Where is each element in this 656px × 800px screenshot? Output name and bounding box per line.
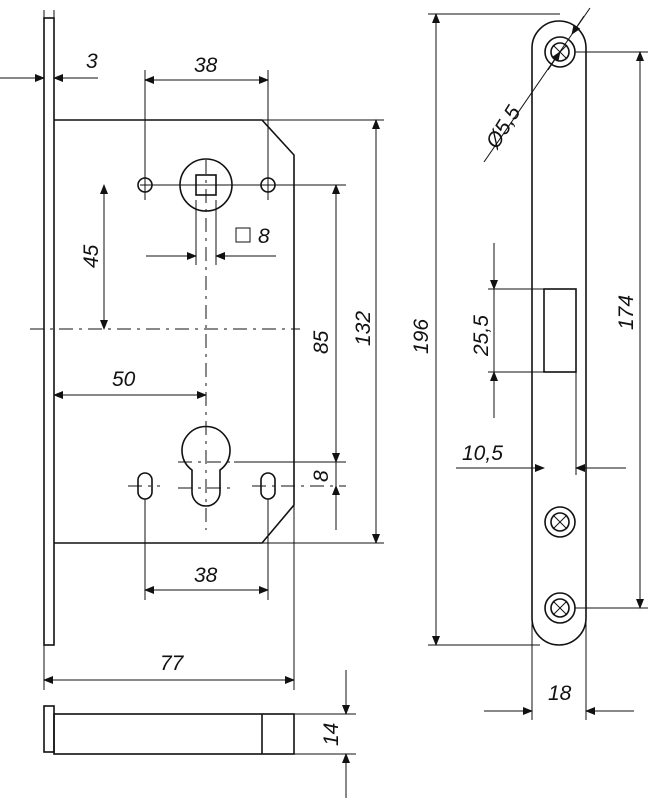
strike-screw-middle bbox=[544, 506, 576, 538]
strike-plate-view bbox=[531, 20, 587, 646]
bolt-body bbox=[53, 713, 295, 755]
dim-handle-holes-top: 38 bbox=[194, 54, 218, 77]
dim-spindle-square: 8 bbox=[258, 225, 270, 248]
dim-strike-window-height: 25,5 bbox=[470, 315, 493, 357]
dim-strike-screw-spacing: 174 bbox=[615, 295, 638, 330]
spindle-square-hole bbox=[195, 174, 217, 196]
dim-overall-height: 196 bbox=[410, 319, 433, 354]
faceplate bbox=[43, 17, 55, 646]
strike-screw-bottom bbox=[544, 592, 576, 624]
dim-screw-diameter: Ø5,5 bbox=[481, 102, 525, 154]
strike-window bbox=[543, 288, 577, 373]
spindle-hub bbox=[179, 158, 233, 212]
lock-front-view bbox=[30, 17, 346, 646]
dim-center-distance: 85 bbox=[310, 330, 333, 354]
dim-strike-width: 18 bbox=[548, 682, 572, 705]
lock-body bbox=[54, 119, 295, 544]
dim-bolt-thickness: 14 bbox=[320, 723, 343, 746]
dim-body-height: 132 bbox=[352, 311, 375, 346]
dim-strike-window-offset: 10,5 bbox=[462, 442, 503, 465]
lock-dimensions: 3 38 8 45 50 85 132 8 bbox=[0, 10, 384, 690]
dim-backset: 50 bbox=[112, 368, 136, 391]
dim-cylinder-holes: 38 bbox=[194, 564, 218, 587]
dim-body-depth: 77 bbox=[160, 652, 185, 675]
strike-dimensions: 196 Ø5,5 174 25,5 10,5 18 bbox=[410, 7, 648, 720]
lock-bottom-view: 14 bbox=[43, 670, 356, 798]
dim-faceplate-thickness: 3 bbox=[86, 50, 98, 73]
dim-spindle-to-latch: 45 bbox=[80, 244, 103, 268]
dim-cylinder-slot: 8 bbox=[310, 470, 333, 482]
cylinder-profile bbox=[181, 425, 231, 507]
